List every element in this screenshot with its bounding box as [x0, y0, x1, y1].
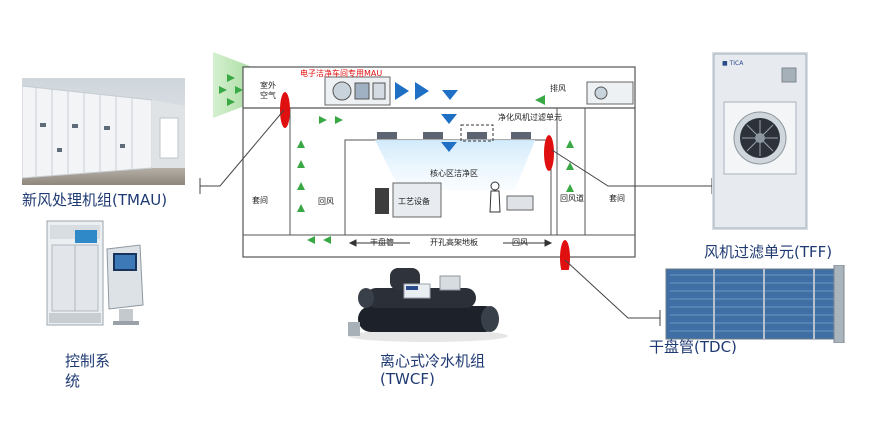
- tmau-photo: [22, 78, 185, 185]
- control-system-photo: [37, 213, 147, 333]
- return-air-arrows-right: [566, 140, 574, 192]
- exhaust-label: 排风: [550, 84, 566, 93]
- dry-coil-label: 干盘管: [370, 238, 394, 247]
- tff-photo: ■ TICA: [712, 52, 808, 230]
- cleanroom-diagram: [213, 52, 636, 270]
- anteroom-left-label: 套间: [252, 196, 268, 205]
- raised-floor-label: 开孔高架地板: [430, 238, 478, 247]
- chiller-photo: [340, 262, 516, 344]
- twcf-label-line1: 离心式冷水机组: [380, 352, 486, 370]
- ffu-label: 净化风机过滤单元: [498, 113, 562, 122]
- mau-label: 电子洁净车间专用MAU: [300, 69, 383, 78]
- return-corridor-label: 回风道: [560, 194, 584, 203]
- mau-flow-arrows: [395, 82, 458, 100]
- process-equipment: [392, 182, 442, 218]
- return-bottom-label: 回风: [512, 238, 528, 247]
- ffu-units: [377, 132, 531, 139]
- tmau-label: 新风处理机组(TMAU): [22, 191, 168, 209]
- twcf-label-line2: (TWCF): [380, 370, 435, 388]
- return-left-label: 回风: [318, 197, 334, 206]
- tff-brand-logo: ■ TICA: [722, 60, 744, 67]
- outdoor-air-label-1: 室外: [260, 81, 276, 90]
- core-zone-label: 核心区洁净区: [430, 169, 478, 178]
- control-system-label-line1: 控制系: [65, 352, 111, 370]
- marker-tff: [544, 135, 554, 171]
- tff-label: 风机过滤单元(TFF): [704, 243, 833, 261]
- control-system-label-line2: 统: [65, 372, 81, 390]
- equipment-label: 工艺设备: [398, 197, 430, 206]
- tdc-label: 干盘管(TDC): [649, 338, 737, 356]
- outdoor-air-arrows: [219, 74, 243, 106]
- anteroom-right-label: 套间: [609, 194, 625, 203]
- marker-tmau: [280, 92, 290, 128]
- outdoor-air-label-2: 空气: [260, 91, 276, 100]
- tdc-photo: [664, 265, 846, 343]
- return-air-arrows-left: [297, 116, 343, 244]
